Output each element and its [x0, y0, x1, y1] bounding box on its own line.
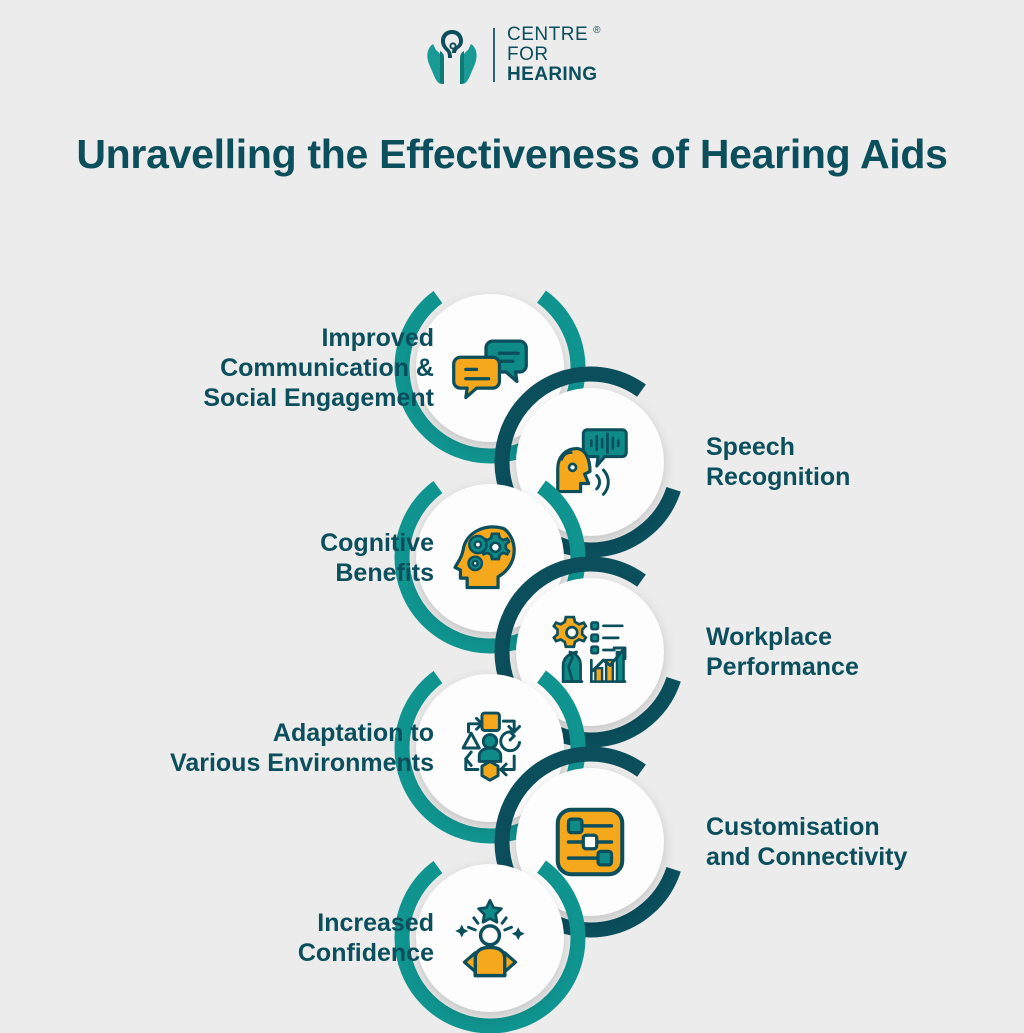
head-gears-icon [453, 525, 516, 590]
sliders-settings-icon [555, 807, 625, 877]
step-ring-7 [390, 838, 590, 1033]
confident-person-star-icon [455, 899, 525, 978]
page-title: Unravelling the Effectiveness of Hearing… [76, 131, 948, 177]
benefit-item-increased-confidence[interactable]: Increased Confidence [298, 838, 650, 1033]
benefit-label-3: Cognitive Benefits [320, 529, 434, 587]
step-icon-disc-7 [416, 864, 564, 1012]
benefit-item-adaptation[interactable]: Adaptation to Various Environments [170, 648, 650, 848]
hands-ear-logo-icon [423, 24, 481, 86]
logo-line-1: CENTRE [507, 24, 589, 46]
chat-bubbles-icon [452, 339, 528, 400]
logo-line-2: FOR [507, 44, 549, 66]
benefit-label-4: Workplace Performance [706, 623, 859, 681]
registered-trademark-icon: ® [593, 25, 601, 37]
logo-divider [493, 28, 495, 82]
gear-person-bar-chart-icon [552, 615, 627, 683]
logo-line-3: HEARING [507, 63, 598, 85]
person-shapes-cycle-icon [461, 711, 522, 782]
benefit-label-5: Adaptation to Various Environments [170, 719, 434, 777]
brand-logo: CENTRE ® FOR HEARING [0, 24, 1024, 86]
benefit-label-2: Speech Recognition [706, 433, 851, 491]
benefit-label-1: Improved Communication & Social Engageme… [203, 324, 434, 412]
benefit-label-7: Increased Confidence [297, 909, 434, 967]
speaking-head-waveform-icon [556, 428, 628, 496]
benefit-label-6: Customisation and Connectivity [706, 813, 908, 871]
